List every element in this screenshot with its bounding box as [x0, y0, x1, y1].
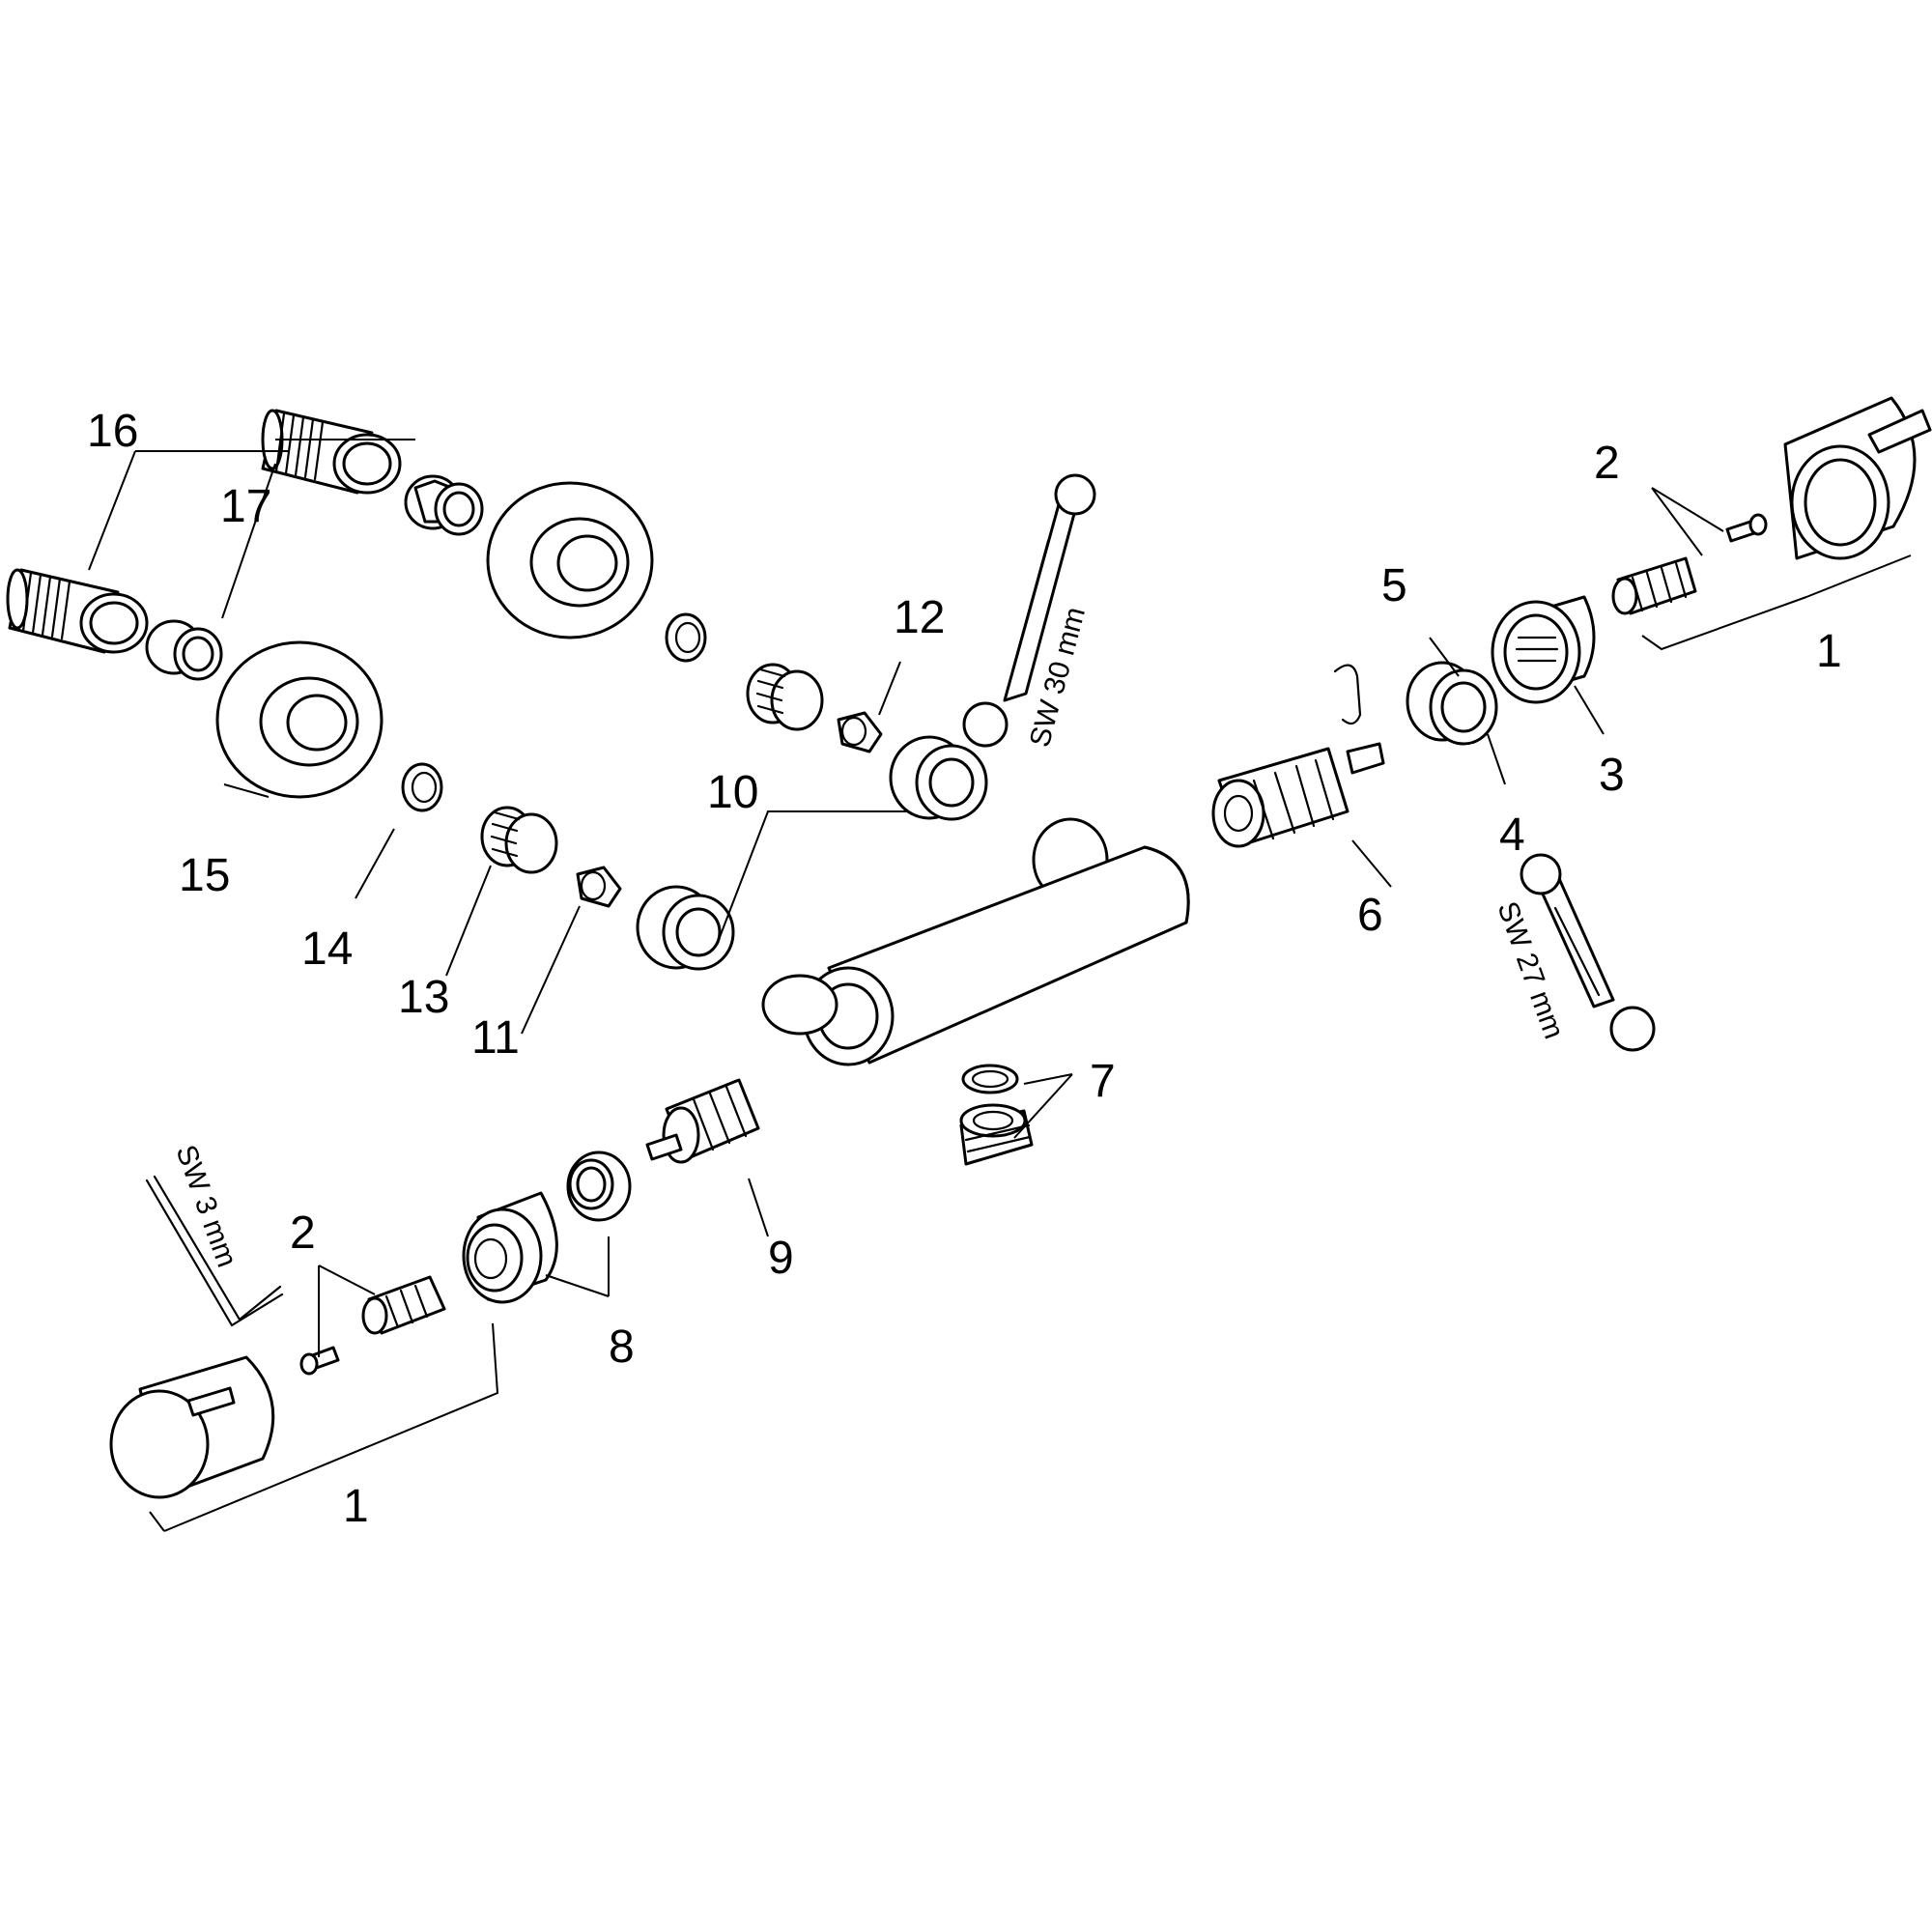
label-8: 8 — [609, 1321, 635, 1373]
part-7-adapter — [959, 1103, 1034, 1166]
part-8-housing — [462, 1191, 558, 1304]
label-5: 5 — [1381, 560, 1407, 611]
part-17-valve-lower — [145, 619, 223, 681]
label-10: 10 — [707, 767, 758, 818]
part-2-screw-right — [1725, 513, 1768, 543]
part-1-handle-right — [1783, 396, 1932, 560]
label-3: 3 — [1599, 750, 1625, 801]
part-17-valve-upper — [404, 474, 484, 536]
thermostat-body — [761, 817, 1190, 1066]
label-15: 15 — [179, 850, 230, 901]
part-2-sleeve-right — [1611, 556, 1697, 615]
part-7-o-ring — [961, 1064, 1019, 1094]
part-12-clip — [837, 711, 883, 753]
part-13-insert-upper — [746, 663, 824, 731]
part-2-sleeve-left — [361, 1275, 446, 1335]
hex-key-icon — [145, 1175, 284, 1327]
part-15-escutcheon-lower — [215, 640, 384, 799]
part-16-connector-upper — [261, 409, 402, 495]
part-10-nut-upper — [889, 735, 988, 821]
label-16: 16 — [87, 406, 138, 457]
label-12: 12 — [894, 592, 945, 643]
part-13-insert-lower — [480, 806, 558, 874]
leader-lines — [88, 439, 1912, 1532]
part-6-cartridge — [1211, 664, 1385, 848]
part-10-nut-lower — [636, 885, 735, 971]
part-11-clip — [576, 866, 622, 908]
part-14-filter-upper — [665, 612, 707, 663]
part-3-adapter — [1491, 595, 1596, 704]
label-2-left: 2 — [290, 1208, 316, 1259]
label-17: 17 — [220, 481, 271, 532]
label-11: 11 — [471, 1012, 520, 1064]
hex-key-label: SW 3 mm — [169, 1141, 242, 1271]
label-9: 9 — [768, 1233, 794, 1284]
label-14: 14 — [301, 923, 353, 975]
label-1-left: 1 — [343, 1481, 369, 1532]
label-1-right: 1 — [1816, 626, 1842, 677]
part-8-ring — [566, 1151, 632, 1222]
part-16-connector-lower — [6, 568, 149, 654]
wrench-27-icon — [1520, 853, 1656, 1052]
label-6: 6 — [1357, 890, 1383, 941]
label-4: 4 — [1499, 810, 1525, 861]
part-14-filter-lower — [401, 762, 443, 812]
part-15-escutcheon-upper — [486, 481, 654, 639]
label-7: 7 — [1090, 1056, 1116, 1107]
part-2-screw-left — [299, 1346, 340, 1376]
wrench-30-icon — [962, 473, 1096, 748]
part-9-cartridge — [645, 1078, 760, 1164]
label-13: 13 — [398, 972, 449, 1023]
label-2-right: 2 — [1594, 438, 1620, 489]
part-5-ring — [1406, 661, 1498, 746]
part-1-handle-left — [109, 1355, 275, 1499]
